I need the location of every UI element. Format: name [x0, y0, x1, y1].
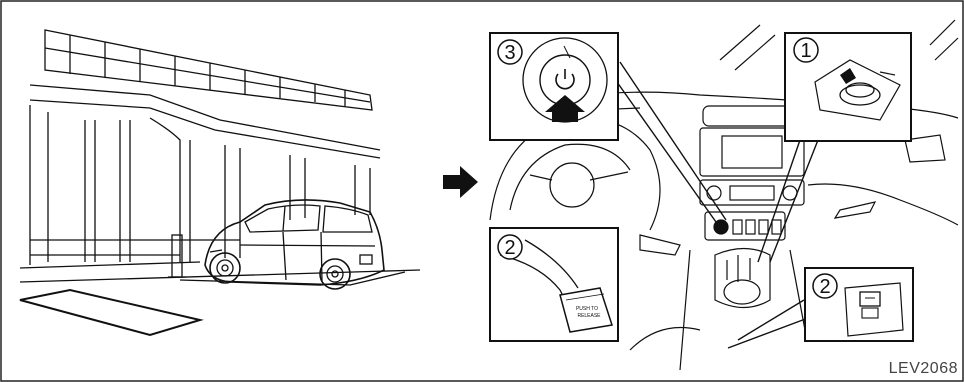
- callout-number: 2: [504, 237, 515, 259]
- pedal-label: PUSH TO: [576, 306, 598, 312]
- parked-car-scene: [20, 30, 420, 335]
- next-step-arrow: [443, 166, 478, 198]
- power-switch-small: [714, 220, 728, 234]
- callout-number: 3: [504, 42, 515, 64]
- pedal-label-2: RELEASE: [577, 313, 601, 319]
- callout-number: 1: [800, 40, 811, 62]
- figure-id: LEV2068: [889, 360, 958, 378]
- callout-number: 2: [819, 276, 830, 298]
